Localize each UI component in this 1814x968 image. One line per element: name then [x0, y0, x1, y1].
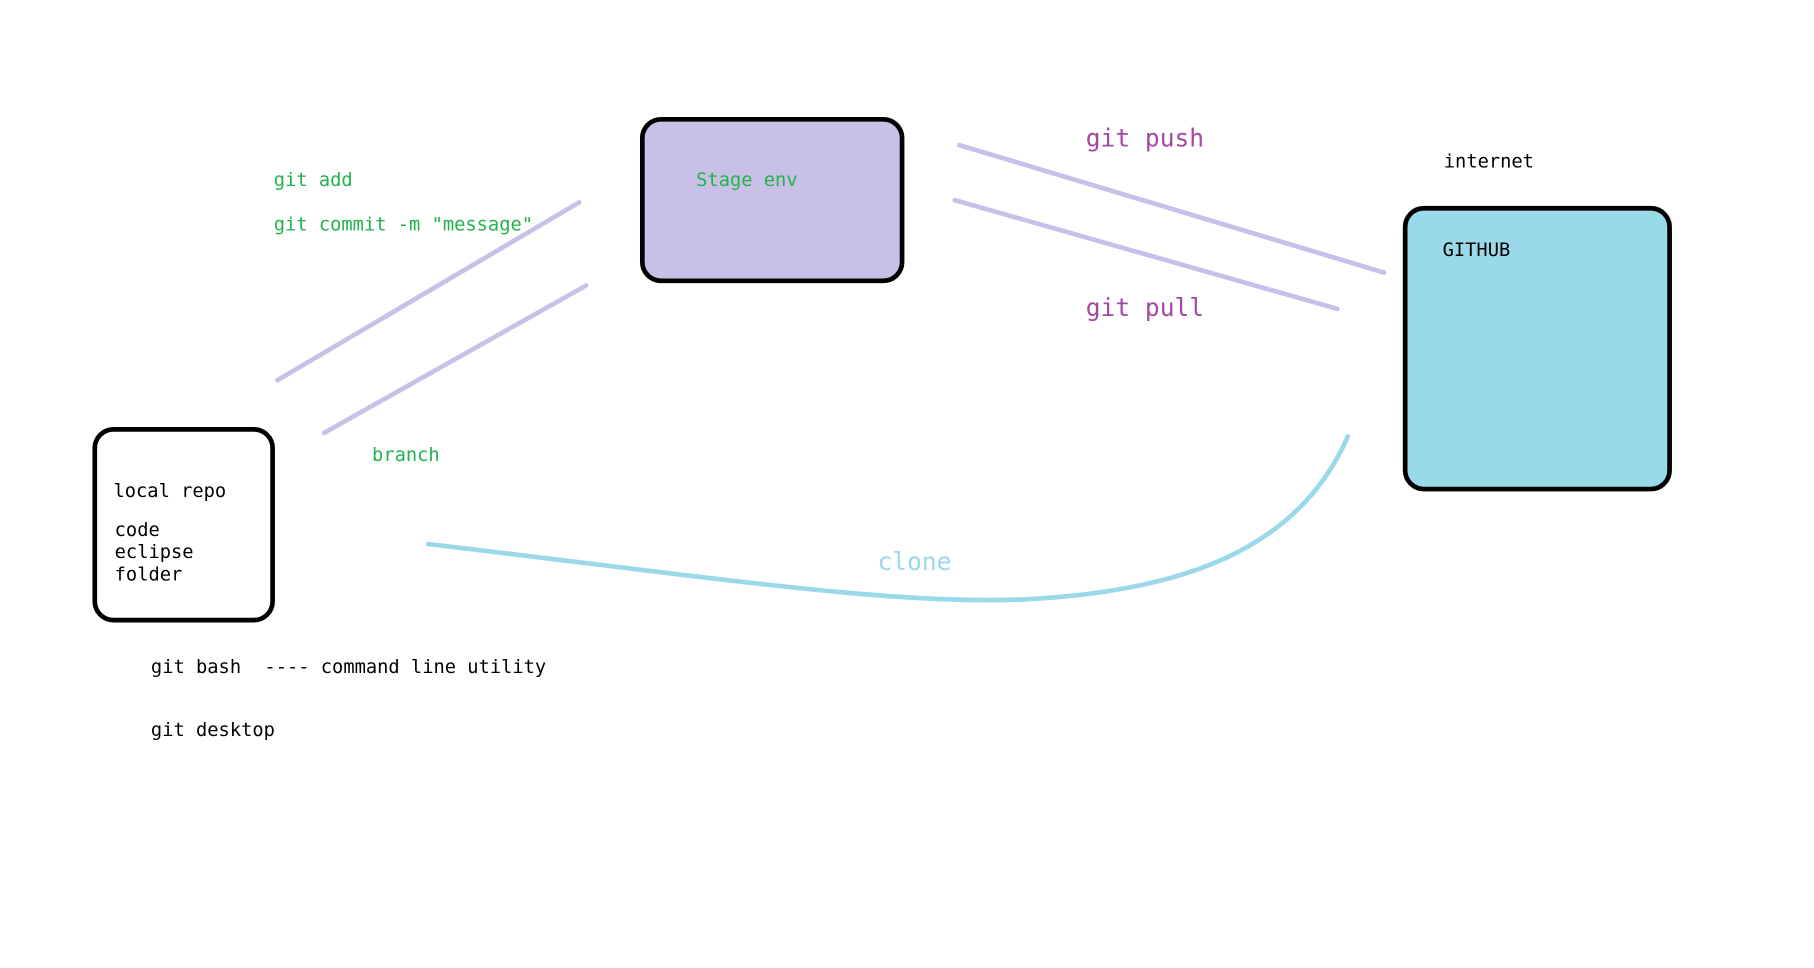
git-bash-label: git bash	[150, 655, 242, 678]
git-desktop-label: git desktop	[150, 718, 275, 741]
local-repo-box	[92, 427, 275, 623]
branch-label: branch	[372, 443, 440, 466]
git-bash-description: ---- command line utility	[264, 655, 547, 678]
connector-stage-github-push	[957, 142, 1387, 275]
connector-clone-curve	[425, 434, 1351, 603]
connector-local-stage-lower	[321, 283, 589, 436]
connectors	[274, 142, 1387, 603]
git-commit-label: git commit -m "message"	[273, 212, 534, 236]
github-box	[1402, 205, 1672, 492]
connector-local-stage-upper	[274, 200, 582, 383]
connector-stage-github-pull	[952, 197, 1340, 312]
git-push-label: git push	[1085, 124, 1205, 153]
git-pull-label: git pull	[1085, 293, 1205, 322]
local-repo-line-folder: folder	[114, 562, 183, 585]
git-add-label: git add	[273, 168, 353, 191]
stage-env-box	[639, 116, 905, 284]
local-repo-line-eclipse: eclipse	[114, 540, 194, 563]
github-label: GITHUB	[1442, 238, 1511, 261]
clone-label: clone	[877, 547, 952, 576]
local-repo-line-code: code	[114, 518, 160, 541]
internet-label: internet	[1443, 149, 1534, 172]
stage-env-label: Stage env	[696, 168, 798, 191]
local-repo-title: local repo	[113, 479, 227, 502]
